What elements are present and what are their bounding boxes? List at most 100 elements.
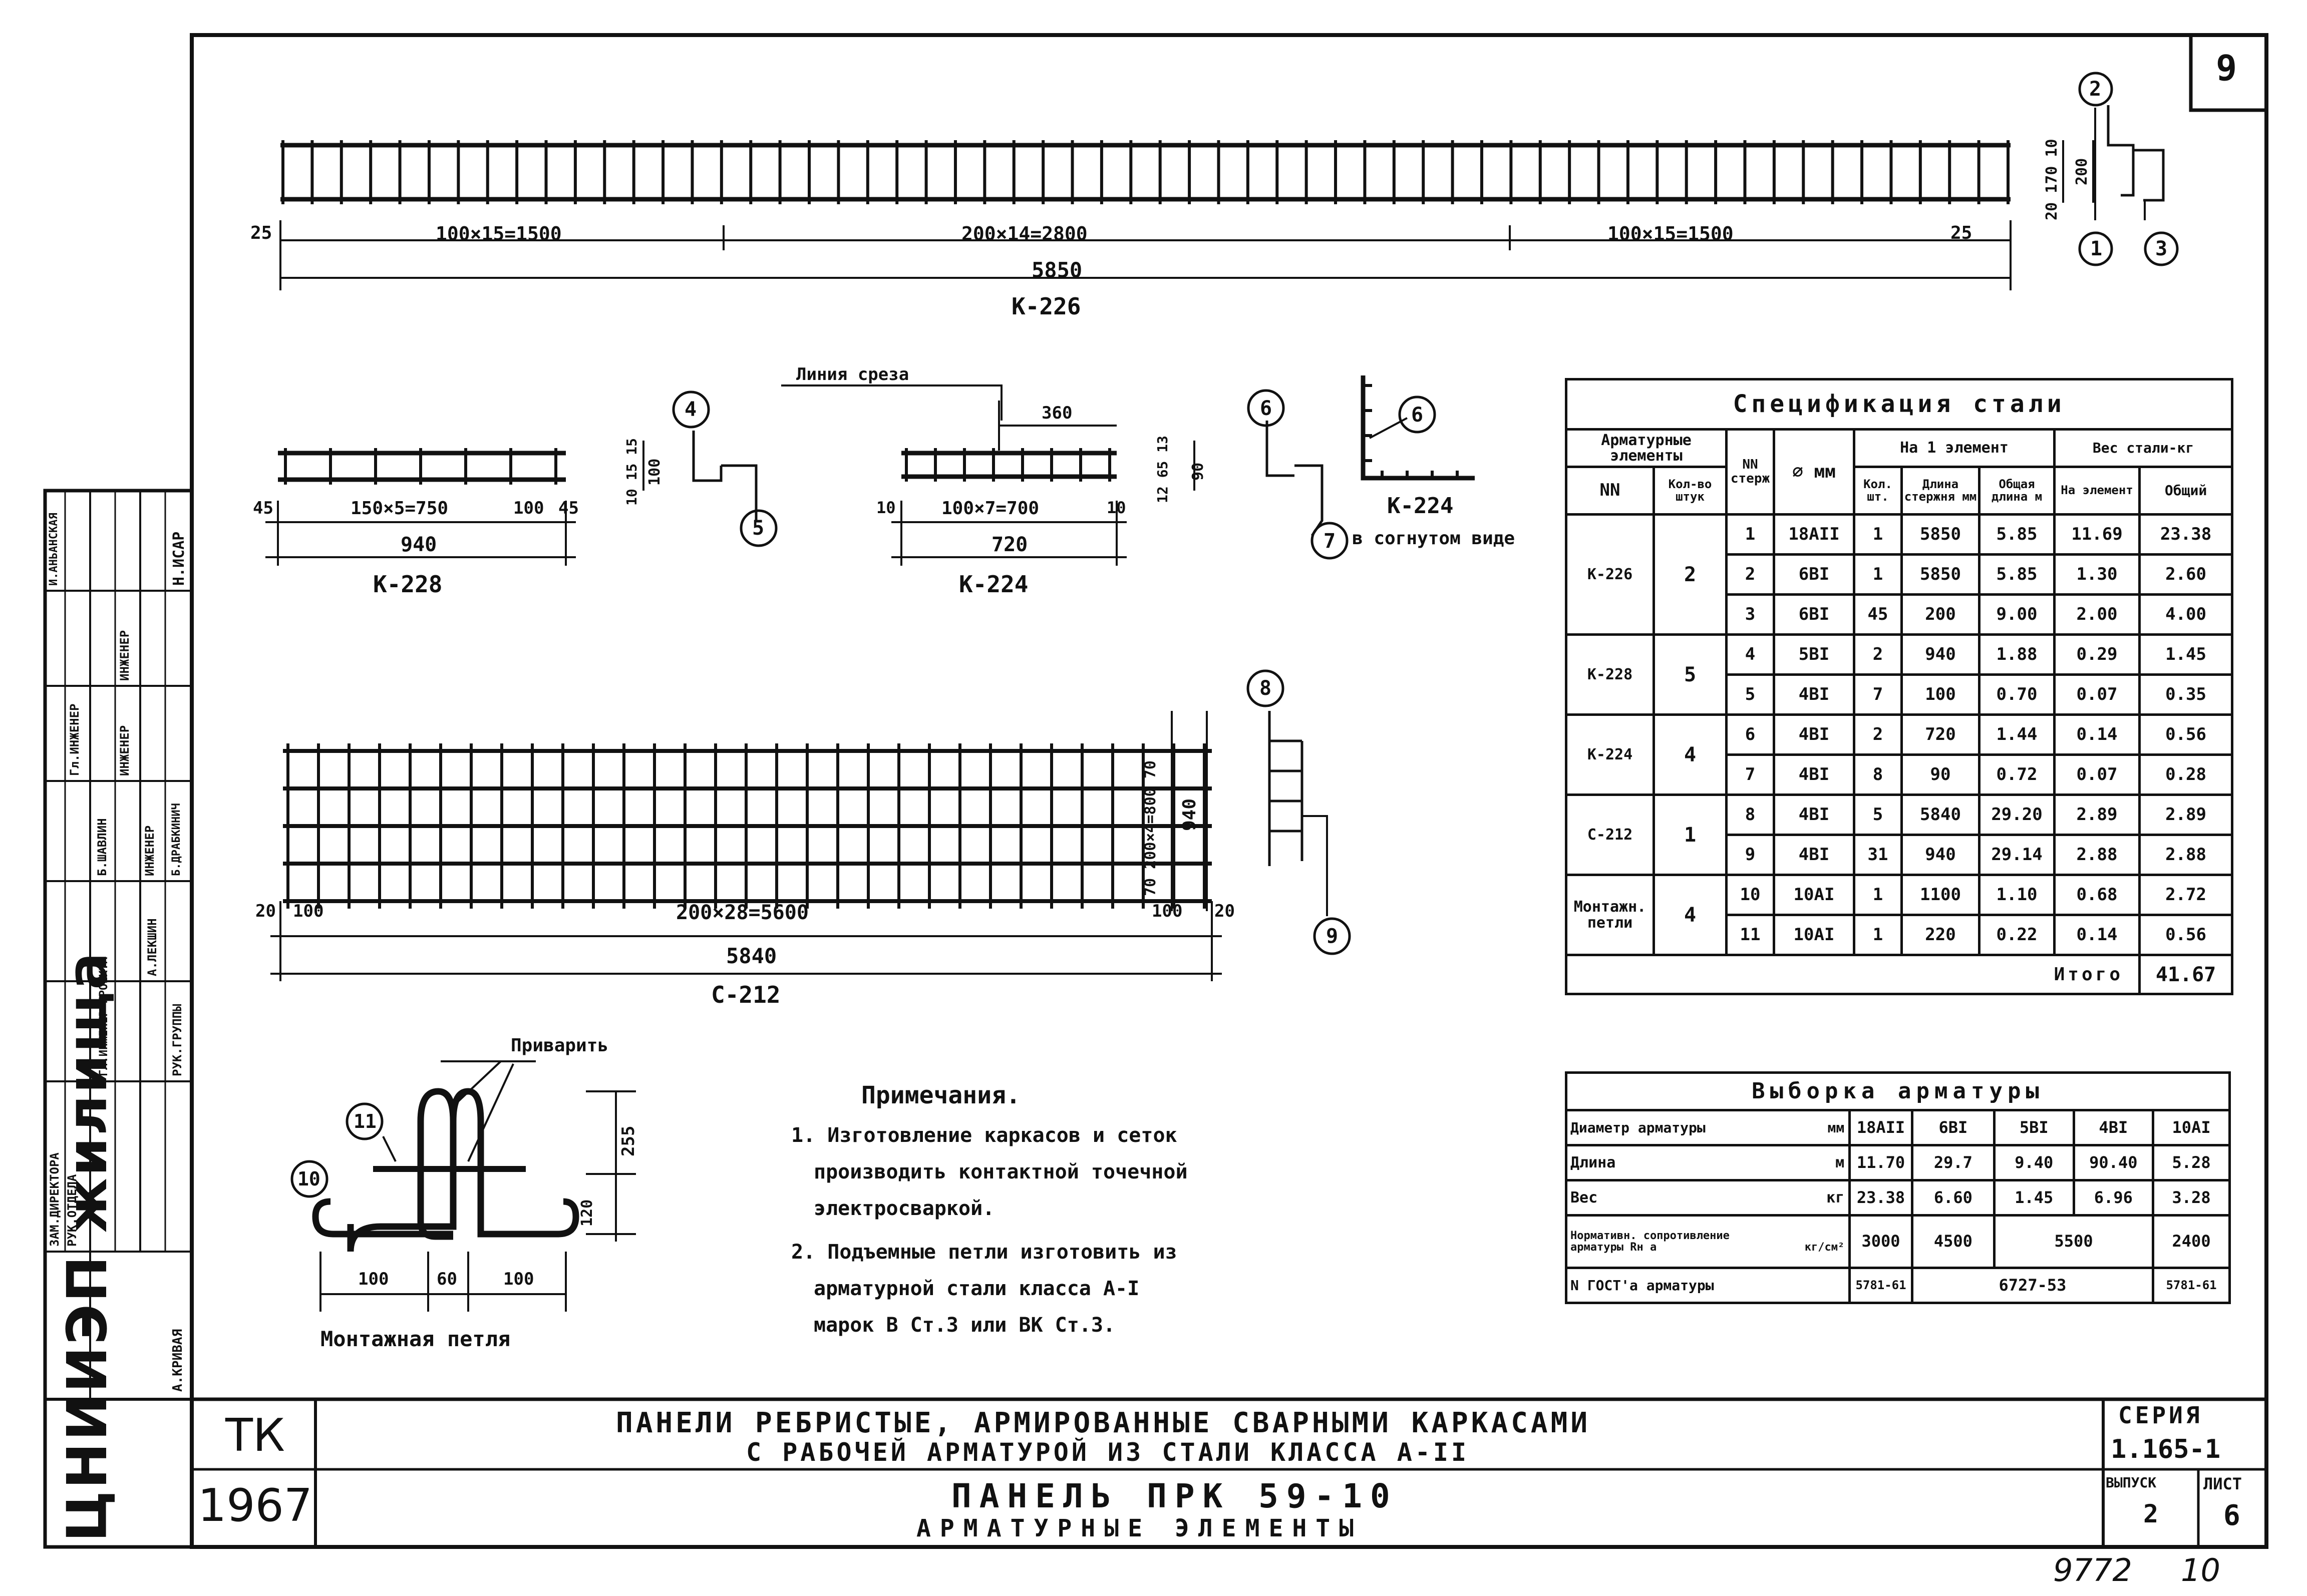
sample-dia-value: 5ВI <box>1993 1109 2075 1146</box>
spec-cell-c: 2 <box>1853 633 1903 676</box>
sample-res-2: 4500 <box>1910 1214 1996 1269</box>
spec-cell-tl: 0.70 <box>1978 673 2056 716</box>
spec-cell-d: 4ВI <box>1773 713 1855 756</box>
sample-dia-value: 18АII <box>1848 1109 1913 1146</box>
stamp-role2-4: ИНЖЕНЕР <box>118 630 132 681</box>
title-block-lines <box>43 489 2266 1549</box>
issue-value: 2 <box>2143 1499 2159 1528</box>
spec-title: Спецификация стали <box>1564 378 2234 431</box>
spec-cell-we: 0.68 <box>2053 874 2141 916</box>
sample-weight-label-text: Вес <box>1570 1188 1598 1207</box>
loop-callout-10: 10 <box>297 1168 320 1190</box>
spec-group-mark: К-226 <box>1565 513 1655 636</box>
sample-gost-2: 6727-53 <box>1910 1267 2155 1304</box>
notes-line-6: марок В Ст.3 или ВК Ст.3. <box>814 1314 1116 1337</box>
spec-cell-wt: 0.28 <box>2138 753 2234 796</box>
spec-cell-c: 1 <box>1853 553 1903 596</box>
spec-group-mark: К-228 <box>1565 633 1655 716</box>
sample-res-label-2: арматуры Rн а <box>1570 1241 1657 1254</box>
mesh-c212 <box>270 669 1351 981</box>
spec-cell-d: 6ВI <box>1773 553 1855 596</box>
archive-number: 9772 <box>2053 1552 2132 1588</box>
sheet-number: 9 <box>2216 48 2237 89</box>
sample-dia-label: Диаметр арматуры мм <box>1564 1109 1851 1146</box>
c212-callout-8: 8 <box>1259 677 1272 700</box>
spec-group-mark: К-224 <box>1565 713 1655 796</box>
spec-cell-n: 4 <box>1725 633 1775 676</box>
k224-cut-line: Линия среза <box>796 364 909 384</box>
spec-cell-c: 8 <box>1853 753 1903 796</box>
c212-end-right: 20 <box>1214 901 1235 921</box>
spec-h-qty: Кол-во штук <box>1653 466 1728 516</box>
spec-cell-tl: 29.20 <box>1978 793 2056 836</box>
stamp-role-3: ГЛ.ИНЖЕНЕР ПРОЕКТА <box>98 957 110 1076</box>
spec-group-qty: 1 <box>1653 793 1728 876</box>
spec-cell-d: 18АII <box>1773 513 1855 556</box>
loop-caption: Монтажная петля <box>320 1327 511 1351</box>
k228-height-dims: 10 15 15 <box>623 438 640 506</box>
spec-cell-d: 10АI <box>1773 874 1855 916</box>
spec-cell-we: 1.30 <box>2053 553 2141 596</box>
sample-dia-value: 6ВI <box>1910 1109 1996 1146</box>
spec-cell-l: 220 <box>1900 914 1981 956</box>
spec-cell-wt: 2.72 <box>2138 874 2234 916</box>
notes-line-2: производить контактной точечной <box>814 1160 1188 1183</box>
stamp-role2-1: Гл.ИНЖЕНЕР <box>68 703 82 776</box>
sample-res-unit: кг/см² <box>1804 1241 1845 1254</box>
notes-line-5: арматурной стали класса А-I <box>814 1277 1140 1300</box>
title-main-1: ПАНЕЛИ РЕБРИСТЫЕ, АРМИРОВАННЫЕ СВАРНЫМИ … <box>616 1407 1591 1439</box>
frame-k228 <box>265 390 778 566</box>
spec-cell-l: 90 <box>1900 753 1981 796</box>
spec-cell-wt: 2.60 <box>2138 553 2234 596</box>
list-value: 6 <box>2223 1499 2240 1532</box>
k224-height-dims: 12 65 13 <box>1154 436 1171 503</box>
stamp-role-4: РУК.ГРУППЫ <box>170 1004 184 1077</box>
spec-cell-wt: 23.38 <box>2138 513 2234 556</box>
sample-res-1: 3000 <box>1848 1214 1913 1269</box>
k224-bent-caption: в согнутом виде <box>1352 528 1515 549</box>
k224-bent-mark: К-224 <box>1387 493 1454 519</box>
spec-cell-n: 5 <box>1725 673 1775 716</box>
c212-mark: С-212 <box>711 981 781 1008</box>
k226-callout-1: 1 <box>2090 237 2103 260</box>
spec-h-total-len: Общая длина м <box>1978 466 2056 516</box>
spec-cell-d: 4ВI <box>1773 673 1855 716</box>
k224-callout-6: 6 <box>1260 397 1272 420</box>
loop-dim-h2: 120 <box>578 1199 596 1227</box>
k226-end-right: 25 <box>1950 223 1972 243</box>
sample-len-label-text: Длина <box>1570 1153 1616 1171</box>
c212-seg-right: 100 <box>1152 901 1183 921</box>
series-value: 1.165-1 <box>2111 1434 2221 1464</box>
sample-dia-unit: мм <box>1827 1119 1845 1136</box>
spec-cell-tl: 1.88 <box>1978 633 2056 676</box>
loop-weld-label: Приварить <box>511 1035 609 1056</box>
stamp-role-1: ЗАМ.ДИРЕКТОРА <box>48 1152 62 1247</box>
spec-cell-tl: 1.10 <box>1978 874 2056 916</box>
spec-h-elements: Арматурные элементы <box>1565 428 1728 468</box>
sheet-number-box <box>2189 33 2268 112</box>
spec-h-per-el: На 1 элемент <box>1853 428 2056 468</box>
spec-cell-n: 2 <box>1725 553 1775 596</box>
k226-callout-3: 3 <box>2155 237 2168 260</box>
stamp-name2-1: И.АНЬАНСКАЯ <box>48 513 60 586</box>
sample-title: Выборка арматуры <box>1565 1071 2231 1111</box>
c212-end-left: 20 <box>255 901 276 921</box>
spec-cell-we: 2.89 <box>2053 793 2141 836</box>
spec-group-qty: 5 <box>1653 633 1728 716</box>
c212-height-dims: 70 200×4=800 70 <box>1142 760 1159 896</box>
title-sub-2: АРМАТУРНЫЕ ЭЛЕМЕНТЫ <box>916 1514 1363 1542</box>
spec-cell-n: 6 <box>1725 713 1775 756</box>
sample-len-value: 11.70 <box>1848 1144 1913 1181</box>
spec-cell-n: 9 <box>1725 834 1775 876</box>
spec-cell-we: 0.29 <box>2053 633 2141 676</box>
series-label: СЕРИЯ <box>2118 1402 2203 1429</box>
sample-res-4: 2400 <box>2152 1214 2231 1269</box>
frame-k224 <box>781 375 1475 566</box>
spec-cell-n: 1 <box>1725 513 1775 556</box>
sample-weight-value: 1.45 <box>1993 1179 2075 1217</box>
k224-callout-7: 7 <box>1324 530 1336 553</box>
sample-len-value: 5.28 <box>2152 1144 2231 1181</box>
stamp-role-2: РУК.ОТДЕЛА <box>65 1174 79 1247</box>
spec-cell-tl: 0.22 <box>1978 914 2056 956</box>
